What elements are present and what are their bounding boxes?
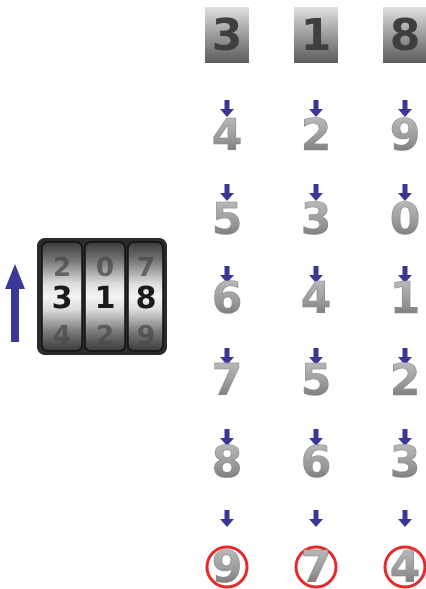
lock-wheel-2-middle: 1 <box>95 281 116 316</box>
column-2-step-digit: 4 <box>301 273 332 324</box>
lock-wheel-2-bottom: 2 <box>96 321 114 351</box>
digit-column-3: 8 9 0 1 2 3 4 <box>383 7 426 589</box>
column-3-final-digit: 4 <box>390 542 421 589</box>
column-1-step-digit: 5 <box>212 194 243 245</box>
column-3-step-digit: 0 <box>390 194 421 245</box>
digit-column-1: 3 4 5 6 7 8 9 <box>205 7 249 589</box>
column-3-start-digit: 8 <box>390 10 421 61</box>
lock-wheel-1-bottom: 4 <box>53 321 71 351</box>
up-arrow-icon <box>5 264 25 342</box>
lock-wheel-1: 2 3 4 <box>42 242 82 351</box>
lock-wheel-3-bottom: 9 <box>137 321 155 351</box>
column-2-step-digit: 2 <box>301 110 332 161</box>
column-2-start-digit: 1 <box>301 10 332 61</box>
column-3-step-digit: 2 <box>390 355 421 406</box>
column-1-step-digit: 7 <box>212 355 243 406</box>
column-2-step-digit: 6 <box>301 437 332 488</box>
down-arrow-icon <box>220 510 234 527</box>
digit-sequence-columns: 3 4 5 6 7 8 9 1 2 3 4 5 6 7 8 9 0 1 2 3 4 <box>205 7 426 589</box>
column-1-final-digit: 9 <box>212 542 243 589</box>
column-3-step-digit: 3 <box>390 437 421 488</box>
column-2-step-digit: 5 <box>301 355 332 406</box>
column-2-final-digit: 7 <box>301 542 332 589</box>
column-2-step-digit: 3 <box>301 194 332 245</box>
column-3-step-digit: 1 <box>390 273 421 324</box>
lock-wheel-2-top: 0 <box>96 253 114 283</box>
lock-wheel-3-middle: 8 <box>136 281 157 316</box>
digit-column-2: 1 2 3 4 5 6 7 <box>294 7 338 589</box>
lock-wheel-3: 7 8 9 <box>128 242 163 351</box>
lock-wheel-1-middle: 3 <box>52 281 73 316</box>
column-1-step-digit: 8 <box>212 437 243 488</box>
column-1-start-digit: 3 <box>212 10 243 61</box>
lock-wheel-1-top: 2 <box>53 253 71 283</box>
down-arrow-icon <box>309 510 323 527</box>
column-3-step-digit: 9 <box>390 110 421 161</box>
column-1-step-digit: 6 <box>212 273 243 324</box>
lock-wheel-2: 0 1 2 <box>85 242 125 351</box>
lock-wheel-3-top: 7 <box>137 253 155 283</box>
down-arrow-icon <box>398 510 412 527</box>
combination-lock: 2 3 4 0 1 2 7 8 9 <box>5 238 167 355</box>
column-1-step-digit: 4 <box>212 110 243 161</box>
